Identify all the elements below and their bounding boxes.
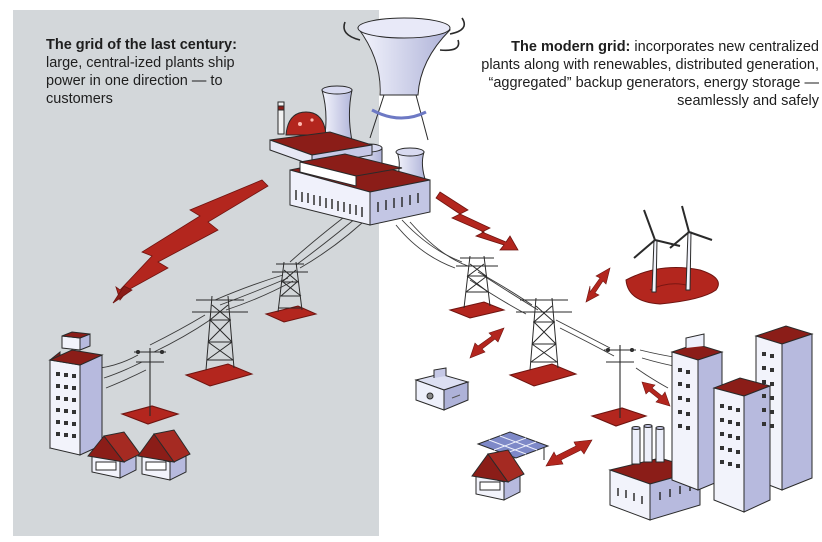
bidirectional-arrow-icon	[585, 267, 611, 303]
city-buildings-icon	[670, 325, 814, 513]
power-flow-arrow-icon	[112, 179, 269, 304]
backup-generator-icon	[414, 367, 470, 411]
modern-grid-caption-body: incorporates new centralized plants alon…	[481, 39, 819, 109]
transmission-tower-icon	[448, 255, 506, 319]
transmission-tower-icon	[508, 297, 578, 387]
house-icon	[471, 449, 525, 501]
power-plant-icon	[269, 17, 466, 226]
modern-grid-caption: The modern grid: incorporates new centra…	[475, 38, 819, 110]
house-icon	[137, 429, 191, 481]
utility-pole-icon	[590, 345, 648, 427]
wind-turbine-icon	[625, 205, 719, 305]
old-grid-caption: The grid of the last century: large, cen…	[46, 36, 246, 108]
transmission-tower-icon	[264, 261, 318, 323]
power-flow-arrow-icon	[435, 191, 519, 251]
house-icon	[87, 431, 141, 479]
office-building-icon	[48, 331, 104, 456]
bidirectional-arrow-icon	[469, 327, 505, 359]
transmission-tower-icon	[184, 295, 254, 387]
old-grid-caption-title: The grid of the last century:	[46, 37, 237, 53]
old-grid-caption-body: large, central-ized plants ship power in…	[46, 55, 235, 107]
modern-grid-caption-title: The modern grid:	[511, 39, 631, 55]
bidirectional-arrow-icon	[641, 381, 671, 407]
bidirectional-arrow-icon	[545, 439, 593, 467]
utility-pole-icon	[120, 348, 180, 425]
